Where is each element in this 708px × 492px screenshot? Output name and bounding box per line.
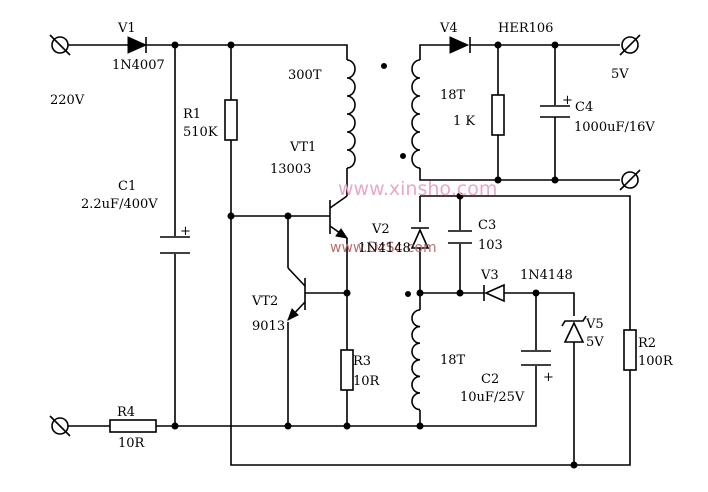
diode-v4-symbol [449, 36, 471, 54]
resistor-r4-symbol [109, 419, 157, 433]
label-v4: V4 [439, 21, 458, 36]
label-c1: C1 [118, 179, 136, 194]
resistor-r1-symbol [224, 99, 238, 141]
ac-input-terminal-bottom [49, 415, 71, 437]
label-r2: R2 [638, 336, 656, 351]
dc-output-terminal-top [619, 34, 641, 56]
label-c4-value: 1000uF/16V [574, 120, 655, 135]
label-r4: R4 [117, 405, 135, 420]
transformer-feedback-winding [411, 309, 421, 411]
label-v4-part: HER106 [498, 21, 553, 36]
label-v2: V2 [371, 222, 390, 237]
diode-v2-symbol [410, 227, 430, 249]
watermark-site2: www.DzSc.com [330, 240, 437, 256]
winding-polarity-dots [381, 63, 411, 297]
label-c2-value: 10uF/25V [460, 390, 525, 405]
label-plus-c4: + [562, 93, 573, 108]
capacitor-c3-symbol [448, 230, 472, 244]
wires [68, 44, 631, 466]
label-load-r: 1 K [453, 114, 475, 129]
resistor-r3-symbol [340, 349, 354, 391]
watermark-site1: www.xinsho.com [338, 178, 497, 200]
label-r3-value: 10R [353, 374, 381, 389]
label-v5: V5 [585, 317, 604, 332]
capacitor-c4-symbol [540, 105, 570, 118]
capacitor-c2-symbol [521, 350, 551, 366]
label-plus-c2: + [543, 370, 554, 385]
label-v2-part: 1N4148 [358, 241, 411, 256]
label-vt1-part: 13003 [270, 162, 311, 177]
label-v1-part: 1N4007 [112, 58, 165, 73]
diode-v3-symbol [483, 283, 505, 303]
label-r1-value: 510K [183, 125, 218, 140]
label-ac-voltage: 220V [50, 93, 85, 108]
resistor-r2-symbol [623, 329, 637, 371]
label-r3: R3 [353, 354, 371, 369]
label-vt2-part: 9013 [252, 319, 285, 334]
label-r1: R1 [183, 107, 201, 122]
label-v3-part: 1N4148 [520, 268, 573, 283]
zener-v5-symbol [561, 315, 587, 343]
label-v1: V1 [117, 21, 136, 36]
label-v5-value: 5V [586, 335, 604, 350]
ac-input-terminal-top [49, 34, 71, 56]
label-c3-value: 103 [478, 238, 503, 253]
label-c3: C3 [478, 218, 496, 233]
label-primary-turns: 300T [288, 68, 322, 83]
junction-dots [171, 41, 578, 469]
transformer-secondary-winding [411, 59, 421, 169]
label-c2: C2 [481, 372, 499, 387]
label-vt2: VT2 [251, 294, 278, 309]
transformer-primary-winding [346, 59, 356, 169]
transistor-vt1-symbol [329, 195, 349, 239]
label-r4-value: 10R [118, 436, 146, 451]
transistor-vt2-symbol [287, 267, 306, 322]
label-secondary-turns: 18T [440, 88, 466, 103]
label-output-voltage: 5V [611, 67, 629, 82]
diode-v1-symbol [127, 36, 148, 54]
label-plus-c1: + [180, 224, 191, 239]
capacitor-c1-symbol [160, 236, 190, 254]
dc-output-terminal-bottom [619, 169, 641, 191]
label-r2-value: 100R [638, 354, 674, 369]
label-c4: C4 [575, 100, 593, 115]
resistor-load-symbol [491, 94, 505, 136]
label-feedback-turns: 18T [440, 353, 466, 368]
label-vt1: VT1 [289, 140, 316, 155]
label-v3: V3 [480, 268, 499, 283]
label-c1-value: 2.2uF/400V [81, 197, 158, 212]
